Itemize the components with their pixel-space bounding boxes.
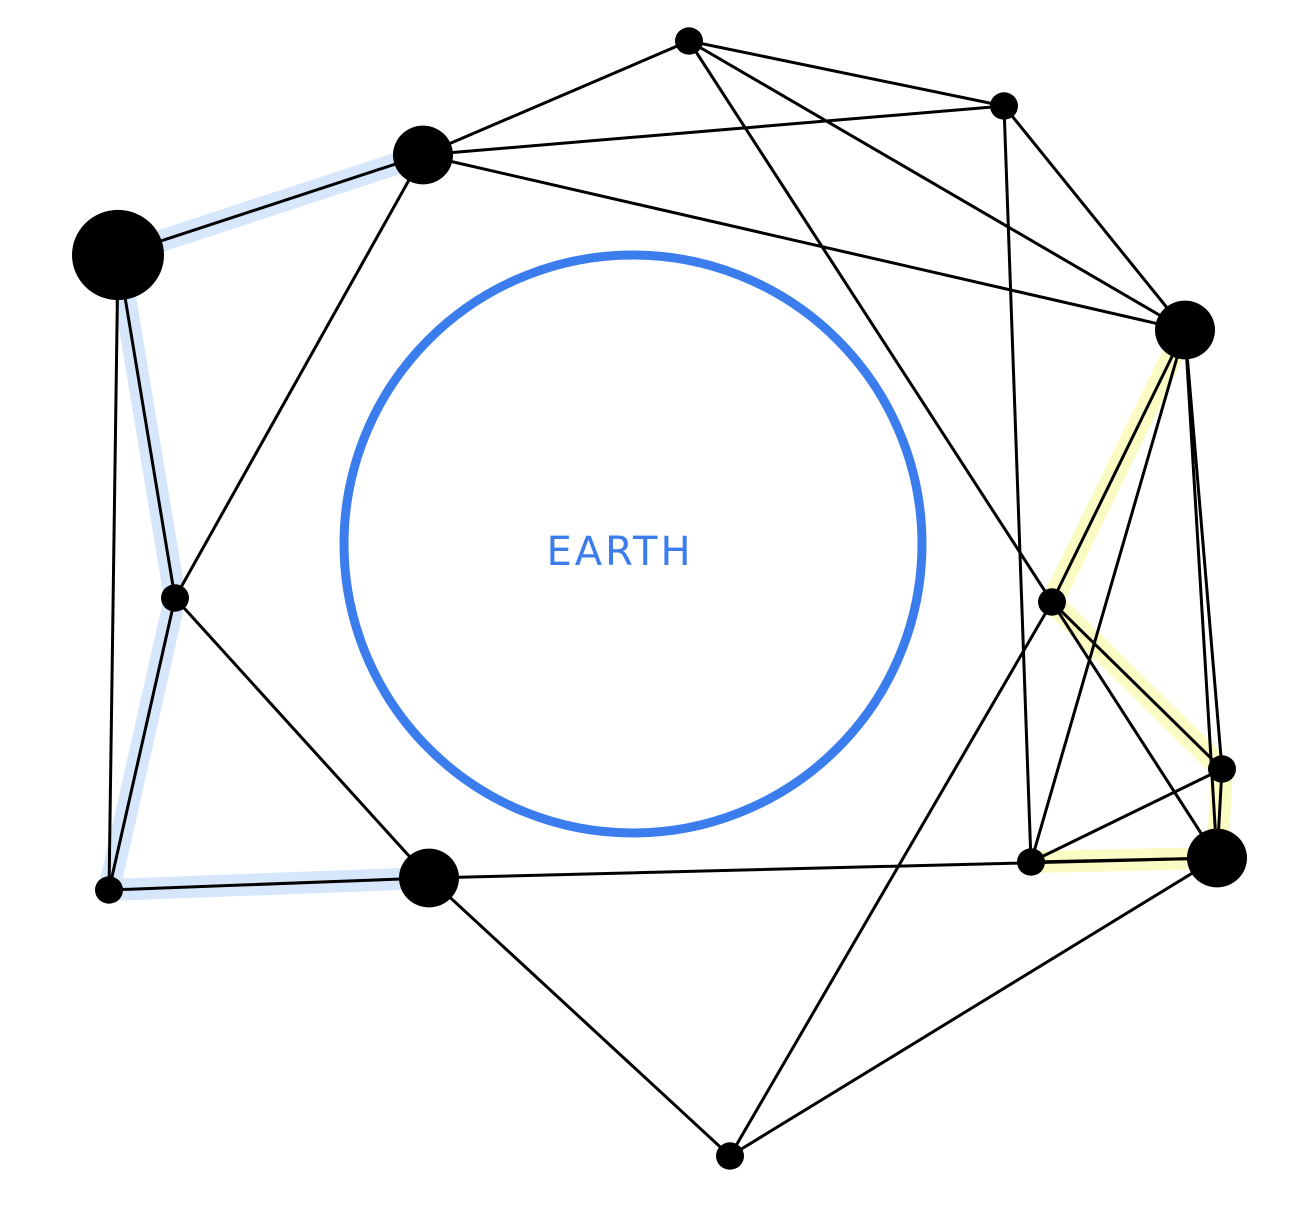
edge-n2-n3 (421, 104, 1006, 157)
edge-n11-n13 (728, 856, 1219, 1158)
edge-n6-n12 (107, 596, 177, 892)
edge-n9-n10 (1029, 767, 1224, 864)
edge-n1-n2 (687, 39, 1006, 108)
edge-n1-n4 (687, 39, 1187, 332)
edge-n8-n13 (427, 876, 732, 1158)
edge-n1-n3 (421, 39, 691, 157)
node-n1 (675, 27, 703, 55)
edge-n5-n12 (107, 253, 120, 892)
node-n10 (1208, 755, 1236, 783)
edge-n6-n8 (173, 596, 431, 880)
node-n8 (399, 848, 459, 908)
edges-group (107, 39, 1224, 1158)
node-n4 (1155, 300, 1215, 360)
earth-circle (339, 250, 927, 838)
edge-n3-n6 (173, 153, 425, 600)
edge-n4-n9 (1029, 328, 1187, 864)
edge-n2-n9 (1002, 104, 1033, 864)
edge-n7-n13 (728, 600, 1054, 1158)
edge-n3-n4 (421, 153, 1187, 332)
node-n9 (1017, 848, 1045, 876)
edge-n4-n7 (1050, 328, 1187, 604)
node-n5 (72, 209, 164, 301)
node-n3 (393, 125, 453, 185)
edge-n7-n10 (1050, 600, 1224, 771)
node-n2 (990, 92, 1018, 120)
edge-n4-n10 (1183, 328, 1224, 771)
node-n7 (1038, 588, 1066, 616)
node-n6 (161, 584, 189, 612)
nodes-group (72, 27, 1247, 1170)
edge-n7-n11 (1050, 600, 1219, 860)
edge-n2-n4 (1002, 104, 1187, 332)
earth-label: EARTH (546, 529, 693, 575)
node-n13 (716, 1142, 744, 1170)
edge-n9-n11 (1029, 856, 1219, 864)
edge-n5-n6 (116, 253, 177, 600)
edge-n8-n12 (107, 876, 431, 892)
edge-n3-n5 (116, 153, 425, 257)
node-n11 (1187, 828, 1247, 888)
node-n12 (95, 876, 123, 904)
edge-n1-n7 (687, 39, 1054, 604)
